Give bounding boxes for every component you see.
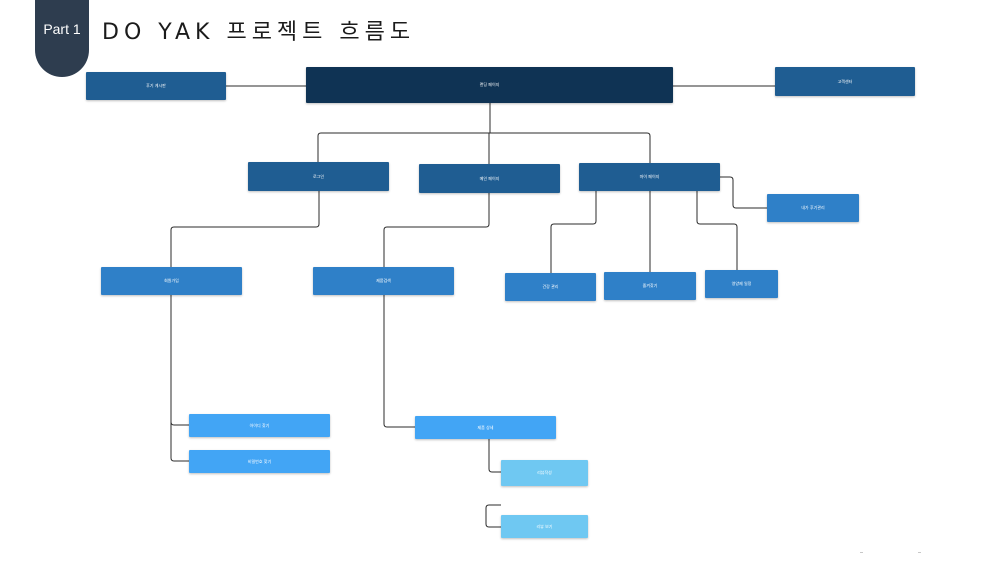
node-label: 비밀번호 찾기 bbox=[247, 458, 272, 464]
connector-signup-finders bbox=[170, 295, 189, 462]
connector-write-view bbox=[485, 504, 501, 528]
node-label: 내가 후기관리 bbox=[801, 205, 825, 210]
node-label: 제품 상세 bbox=[477, 424, 494, 430]
part-label: Part 1 bbox=[43, 21, 81, 37]
node-label: 회원가입 bbox=[164, 278, 179, 283]
node-label: 마이 페이지 bbox=[639, 174, 660, 179]
node-landing-page: 랜딩 페이지 bbox=[306, 67, 673, 103]
node-label: 랜딩 페이지 bbox=[479, 82, 500, 87]
node-label: 후기 게시판 bbox=[146, 83, 166, 88]
connector-main-search bbox=[383, 193, 490, 267]
node-label: 리뷰작성 bbox=[537, 470, 552, 475]
connector-detail-write bbox=[488, 439, 501, 473]
node-health-management: 건강 관리 bbox=[505, 273, 596, 301]
connector-my-health bbox=[550, 191, 597, 273]
node-review-board: 후기 게시판 bbox=[86, 72, 226, 100]
part-tab: Part 1 bbox=[35, 0, 89, 77]
node-password-find: 비밀번호 찾기 bbox=[189, 450, 330, 473]
node-product-detail: 제품 상세 bbox=[415, 416, 556, 439]
node-signup: 회원가입 bbox=[101, 267, 242, 295]
node-label: 제품검색 bbox=[376, 278, 391, 283]
faint-mark bbox=[918, 552, 921, 553]
node-login: 로그인 bbox=[248, 162, 389, 191]
node-product-search: 제품검색 bbox=[313, 267, 454, 295]
node-supplement-schedule: 영양제 일정 bbox=[705, 270, 778, 298]
connector-level1-bus bbox=[317, 132, 651, 163]
node-label: 건강 관리 bbox=[542, 284, 559, 289]
node-label: 즐겨찾기 bbox=[642, 283, 658, 288]
node-label: 아이디 찾기 bbox=[249, 422, 270, 428]
node-review-view: 리뷰 보기 bbox=[501, 515, 588, 538]
node-label: 로그인 bbox=[312, 173, 325, 179]
node-favorites: 즐겨찾기 bbox=[604, 272, 696, 300]
node-label: 리뷰 보기 bbox=[536, 523, 553, 529]
node-label: 영양제 일정 bbox=[731, 281, 752, 286]
node-customer-center: 고객센터 bbox=[775, 67, 915, 96]
connector-signup-id bbox=[170, 421, 189, 426]
node-main-page: 메인 페이지 bbox=[419, 164, 560, 193]
node-label: 고객센터 bbox=[837, 78, 853, 84]
node-label: 메인 페이지 bbox=[479, 175, 500, 181]
node-my-reviews: 내가 후기관리 bbox=[767, 194, 859, 222]
connector-search-detail bbox=[383, 295, 415, 428]
page-title: DO YAK 프로젝트 흐름도 bbox=[102, 20, 416, 45]
faint-mark bbox=[860, 552, 863, 553]
connector-my-reviews bbox=[720, 176, 767, 209]
node-review-write: 리뷰작성 bbox=[501, 460, 588, 486]
connector-login-signup bbox=[170, 191, 320, 267]
node-id-find: 아이디 찾기 bbox=[189, 414, 330, 437]
connector-my-supplement bbox=[696, 191, 738, 270]
node-my-page: 마이 페이지 bbox=[579, 163, 720, 191]
